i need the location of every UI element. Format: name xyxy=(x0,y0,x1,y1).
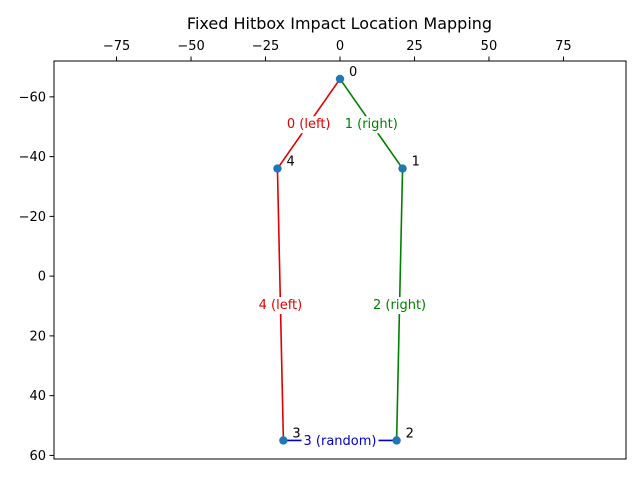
edge-labels-layer: 0 (left) 1 (right) 2 (right) 3 (random) 4 (l… xyxy=(256,116,429,450)
x-tick-label-5: 50 xyxy=(481,39,498,54)
point-marker-0 xyxy=(335,74,345,84)
edge-label-1: 1 (right) xyxy=(345,117,398,132)
chart-title: Fixed Hitbox Impact Location Mapping xyxy=(187,14,492,33)
x-tick-label-3: 0 xyxy=(336,39,344,54)
point-label-1: 1 xyxy=(412,155,420,170)
x-tick-label-6: 75 xyxy=(555,39,572,54)
x-tick-label-2: −25 xyxy=(252,39,279,54)
x-tick-label-1: −50 xyxy=(177,39,204,54)
point-marker-1 xyxy=(398,164,407,173)
point-marker-4 xyxy=(273,164,282,173)
x-tick-label-4: 25 xyxy=(406,39,423,54)
y-tick-label-3: 0 xyxy=(38,270,46,285)
y-tick-label-4: 20 xyxy=(29,329,46,344)
x-tick-label-0: −75 xyxy=(103,39,130,54)
point-label-4: 4 xyxy=(286,155,294,170)
y-tick-label-5: 40 xyxy=(29,389,46,404)
edge-label-box-1 xyxy=(342,116,400,134)
point-marker-3 xyxy=(279,436,288,445)
point-label-2: 2 xyxy=(406,426,414,441)
point-label-0: 0 xyxy=(349,65,357,80)
points-layer: 0 1 2 3 4 xyxy=(273,65,420,445)
edge-label-box-0 xyxy=(284,116,333,134)
y-tick-label-2: −20 xyxy=(19,210,46,225)
edge-label-3: 3 (random) xyxy=(304,434,377,449)
point-marker-2 xyxy=(392,436,401,445)
y-tick-label-1: −40 xyxy=(19,150,46,165)
edge-label-2: 2 (right) xyxy=(373,298,426,313)
y-tick-label-0: −60 xyxy=(19,90,46,105)
edge-label-box-4 xyxy=(256,297,305,315)
edge-label-box-3 xyxy=(301,432,379,450)
edge-label-0: 0 (left) xyxy=(287,117,331,132)
point-label-3: 3 xyxy=(292,426,300,441)
y-tick-label-6: 60 xyxy=(29,449,46,464)
edge-label-4: 4 (left) xyxy=(259,298,303,313)
edge-label-box-2 xyxy=(371,297,429,315)
